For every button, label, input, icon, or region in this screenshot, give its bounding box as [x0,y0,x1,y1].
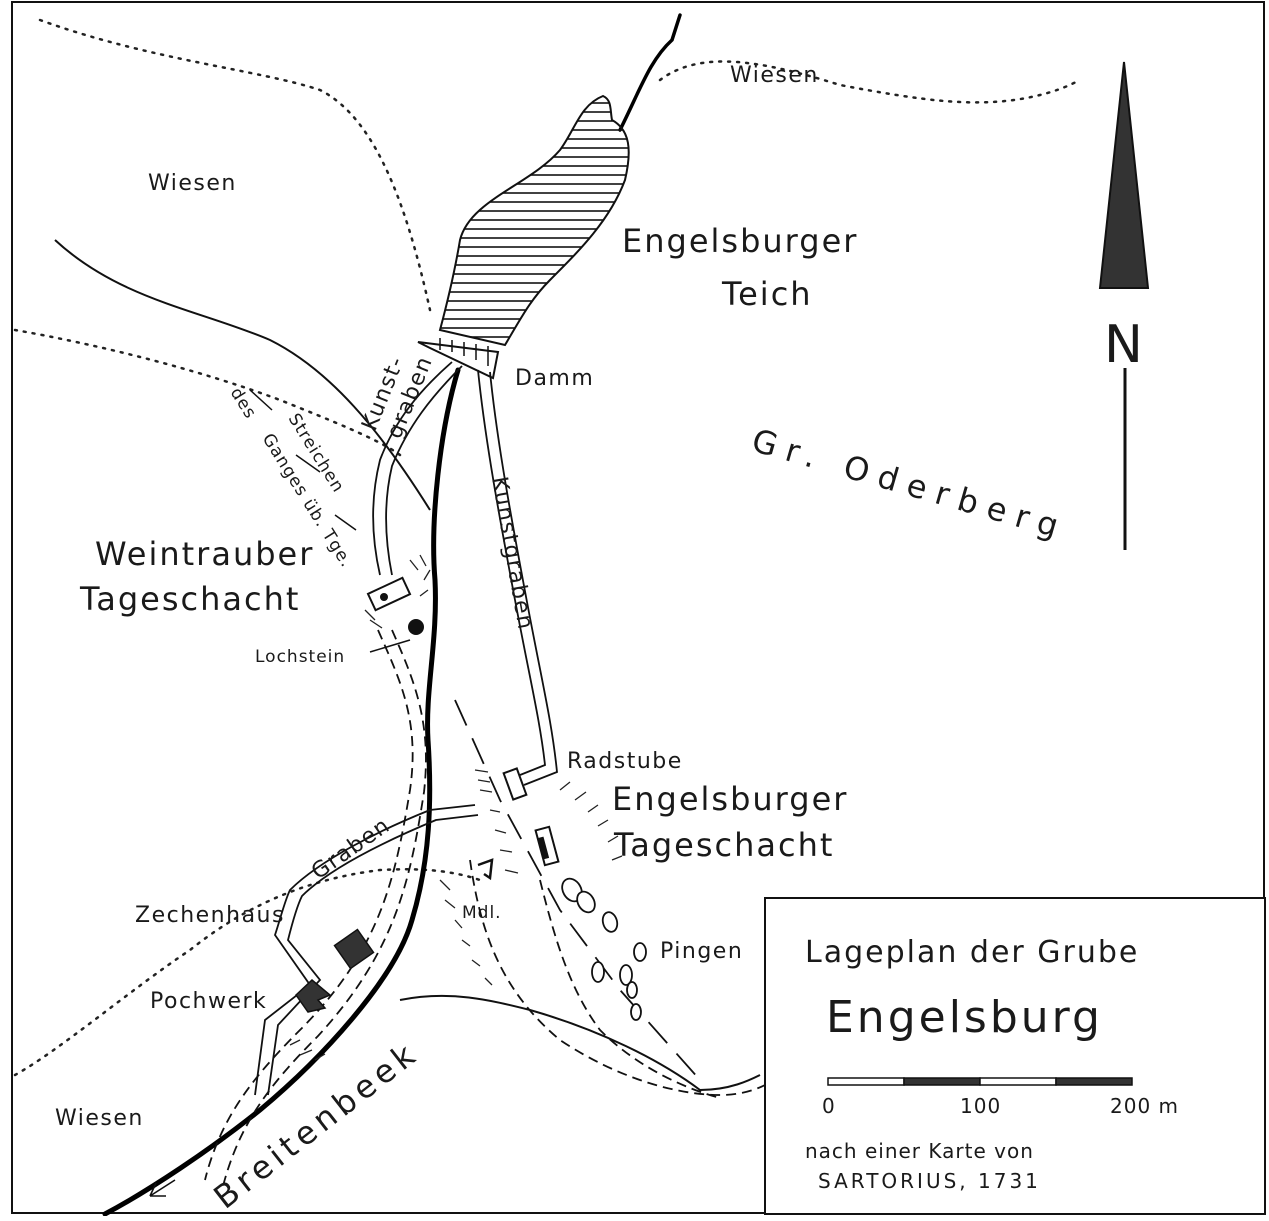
engelsburger-shaft-icon [534,825,560,867]
heap-engelsburger-east [559,781,623,861]
pinge-icon [633,942,647,962]
pinge-icon [626,981,638,999]
scale-tick-200: 200 m [1110,1094,1179,1118]
lochstein-pointer-icon [369,639,411,653]
legend-source-line1: nach einer Karte von [805,1139,1034,1163]
lochstein-marker-icon [408,619,424,635]
meadow-boundary-ne [658,60,1082,104]
pond-engelsburger-teich [438,94,630,347]
meadow-boundaries [13,18,1082,1077]
label-oderberg: Gr. Oderberg [748,421,1072,548]
path-west-b [221,629,427,1191]
path-west-a [204,629,414,1181]
vein-strike-markers [249,389,357,531]
river-breitenbeek [102,13,682,1217]
kunstgraben-east-a [477,369,546,776]
scale-tick-0: 0 [822,1094,836,1118]
dam-icon [417,338,500,380]
label-teich-line1: Engelsburger [622,222,858,260]
meadow-boundary-w [13,328,402,457]
heap-pochwerk [289,1039,326,1061]
spoil-heaps [289,554,623,1061]
stream-west [54,239,431,511]
label-pingen: Pingen [660,939,743,964]
kunstgraben-channels [254,361,558,1096]
flow-arrow-icon [149,1179,176,1197]
heap-mdl [439,879,493,986]
north-arrow-label: N [1104,315,1143,375]
legend-name: Engelsburg [826,992,1103,1043]
north-arrow-icon [1098,61,1150,550]
map-border [11,1,1265,1214]
river-inflow [618,13,682,132]
kunstgraben-east-b [489,371,558,786]
river-main [102,367,461,1217]
pingen [561,877,647,1021]
graben-b [267,814,479,1096]
label-kunstgraben-right: Kunstgraben [486,475,538,633]
meadow-boundary-sw [13,868,482,1077]
label-engelsburger-schacht-2: Tageschacht [613,826,834,864]
pinge-icon [591,961,605,983]
paths [204,629,766,1191]
pochwerk-building-icon [295,978,332,1013]
label-weintrauber-2: Tageschacht [79,580,300,618]
legend-source-line2: SARTORIUS, 1731 [818,1169,1041,1193]
radstube-icon [502,767,528,801]
label-wiesen-top: Wiesen [730,63,819,88]
scale-bar [827,1077,1133,1086]
graben-a [254,804,476,1096]
shaft-inner-icon [537,836,550,860]
pinge-icon [576,890,596,914]
pinge-icon [619,964,633,986]
stream-south [399,994,761,1092]
heap-weintrauber [364,554,431,629]
label-radstube: Radstube [567,749,683,774]
zechenhaus-building-icon [333,928,375,970]
scale-tick-100: 100 [960,1094,1001,1118]
label-streichen-1: des [226,384,261,423]
streams [54,239,761,1092]
mdl-marker-icon [477,858,494,881]
kunstgraben-west-a [372,361,453,576]
structures [295,576,560,1013]
label-engelsburger-schacht-1: Engelsburger [612,780,848,818]
label-weintrauber-1: Weintrauber [95,535,314,573]
path-south-a [469,859,766,1096]
label-damm: Damm [515,366,594,391]
heap-engelsburger-west [474,769,519,874]
meadow-boundary-nw [38,18,432,312]
label-lochstein: Lochstein [255,647,345,667]
label-mdl: Mdl. [462,903,502,923]
legend-box: Lageplan der Grube Engelsburg 0 100 200 … [764,897,1266,1215]
label-wiesen-bottom: Wiesen [55,1106,144,1131]
weintrauber-shaft-icon [366,576,412,612]
legend-title: Lageplan der Grube [805,935,1139,970]
pinge-icon [630,1003,642,1021]
label-zechenhaus: Zechenhaus [135,903,285,928]
shaft-dot-icon [380,593,388,601]
pinge-icon [601,911,619,933]
label-wiesen-left: Wiesen [148,171,237,196]
kunstgraben-west-b [385,365,463,576]
label-teich-line2: Teich [721,275,813,313]
path-south-b [539,879,721,1099]
path-center [454,699,701,1081]
label-pochwerk: Pochwerk [150,989,267,1014]
